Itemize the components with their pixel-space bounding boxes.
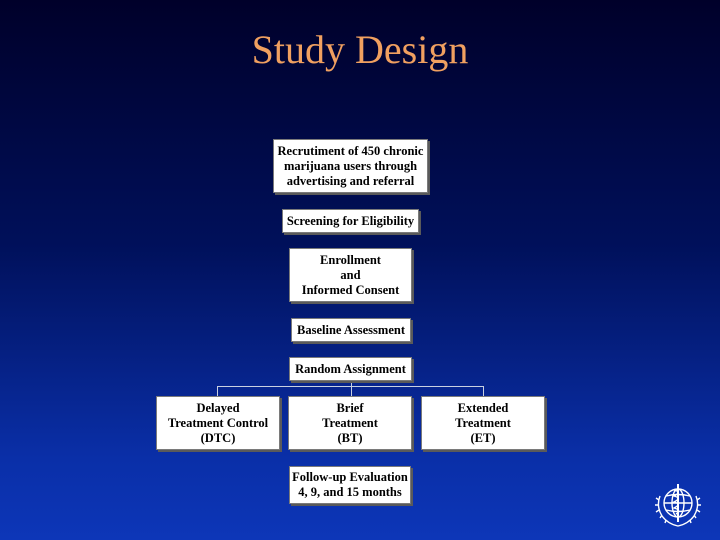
recruitment-box: Recrutiment of 450 chronic marijuana use… — [273, 139, 428, 193]
branch-connector-horizontal — [217, 386, 484, 387]
recruitment-line-3: advertising and referral — [286, 173, 415, 188]
et-box: Extended Treatment (ET) — [421, 396, 545, 450]
branch-connector-dtc — [217, 386, 218, 397]
dtc-line-1: Delayed — [196, 400, 240, 415]
enrollment-line-3: Informed Consent — [301, 282, 400, 297]
screening-box: Screening for Eligibility — [282, 209, 419, 233]
enrollment-line-1: Enrollment — [320, 252, 381, 267]
recruitment-line-2: marijuana users through — [283, 158, 418, 173]
bt-line-1: Brief — [336, 400, 364, 415]
bt-line-2: Treatment — [322, 415, 378, 430]
enrollment-box: Enrollment and Informed Consent — [289, 248, 412, 302]
slide-title: Study Design — [251, 27, 469, 72]
followup-line-2: 4, 9, and 15 months — [298, 485, 402, 499]
bt-box: Brief Treatment (BT) — [288, 396, 412, 450]
dtc-line-3: (DTC) — [200, 430, 236, 445]
enrollment-line-2: and — [340, 267, 361, 282]
branch-connector-et — [483, 386, 484, 397]
et-line-2: Treatment — [455, 415, 511, 430]
branch-connector-bt — [351, 380, 352, 397]
followup-box: Follow-up Evaluation 4, 9, and 15 months — [289, 466, 411, 504]
baseline-line-1: Baseline Assessment — [297, 322, 405, 337]
et-line-3: (ET) — [470, 430, 496, 445]
random-line-1: Random Assignment — [295, 361, 406, 376]
baseline-box: Baseline Assessment — [291, 318, 411, 342]
dtc-line-2: Treatment Control — [167, 415, 269, 430]
who-emblem-icon — [655, 484, 701, 527]
bt-line-3: (BT) — [337, 430, 363, 445]
dtc-box: Delayed Treatment Control (DTC) — [156, 396, 280, 450]
recruitment-line-1: Recrutiment of 450 chronic — [277, 143, 424, 158]
random-assignment-box: Random Assignment — [289, 357, 412, 381]
screening-line-1: Screening for Eligibility — [286, 213, 415, 228]
et-line-1: Extended — [457, 400, 509, 415]
followup-line-1: Follow-up Evaluation — [292, 470, 408, 484]
